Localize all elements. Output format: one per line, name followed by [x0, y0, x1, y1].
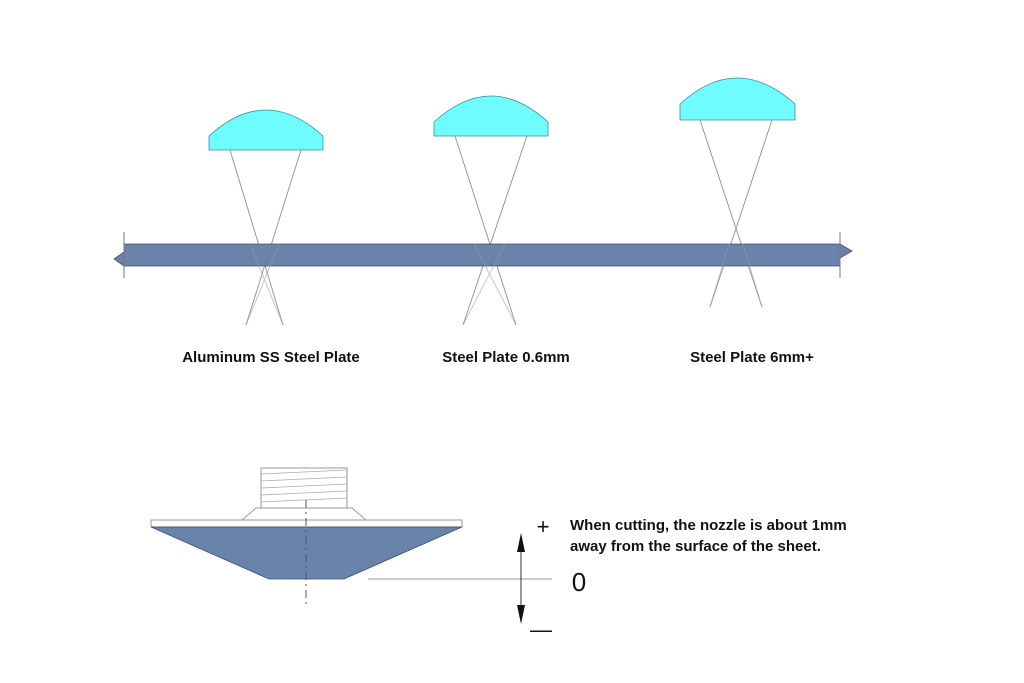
- plus-sign: +: [537, 514, 550, 539]
- focus-beams: [229, 119, 773, 326]
- beam-2: [454, 135, 528, 326]
- minus-sign: —: [530, 617, 552, 642]
- height-arrow: [517, 533, 525, 624]
- sheet-plate: [113, 232, 853, 278]
- beam-1: [229, 149, 302, 326]
- label-steel-plate-0-6mm: Steel Plate 0.6mm: [442, 349, 570, 366]
- label-steel-plate-6mm: Steel Plate 6mm+: [690, 349, 814, 366]
- nozzle-note-line-1: When cutting, the nozzle is about 1mm: [570, 517, 847, 534]
- lens-1: [208, 109, 324, 151]
- lens-3: [679, 77, 796, 121]
- lens-2: [433, 95, 549, 137]
- zero-label: 0: [572, 567, 586, 597]
- nozzle-note-line-2: away from the surface of the sheet.: [570, 538, 821, 555]
- label-aluminum-ss-steel-plate: Aluminum SS Steel Plate: [182, 349, 360, 366]
- nozzle-cone: [150, 526, 463, 580]
- focus-beams-over-plate: [245, 243, 763, 326]
- beam-3: [699, 119, 773, 308]
- nozzle-thread: [260, 467, 348, 509]
- lenses: [208, 77, 796, 151]
- nozzle: [150, 467, 552, 606]
